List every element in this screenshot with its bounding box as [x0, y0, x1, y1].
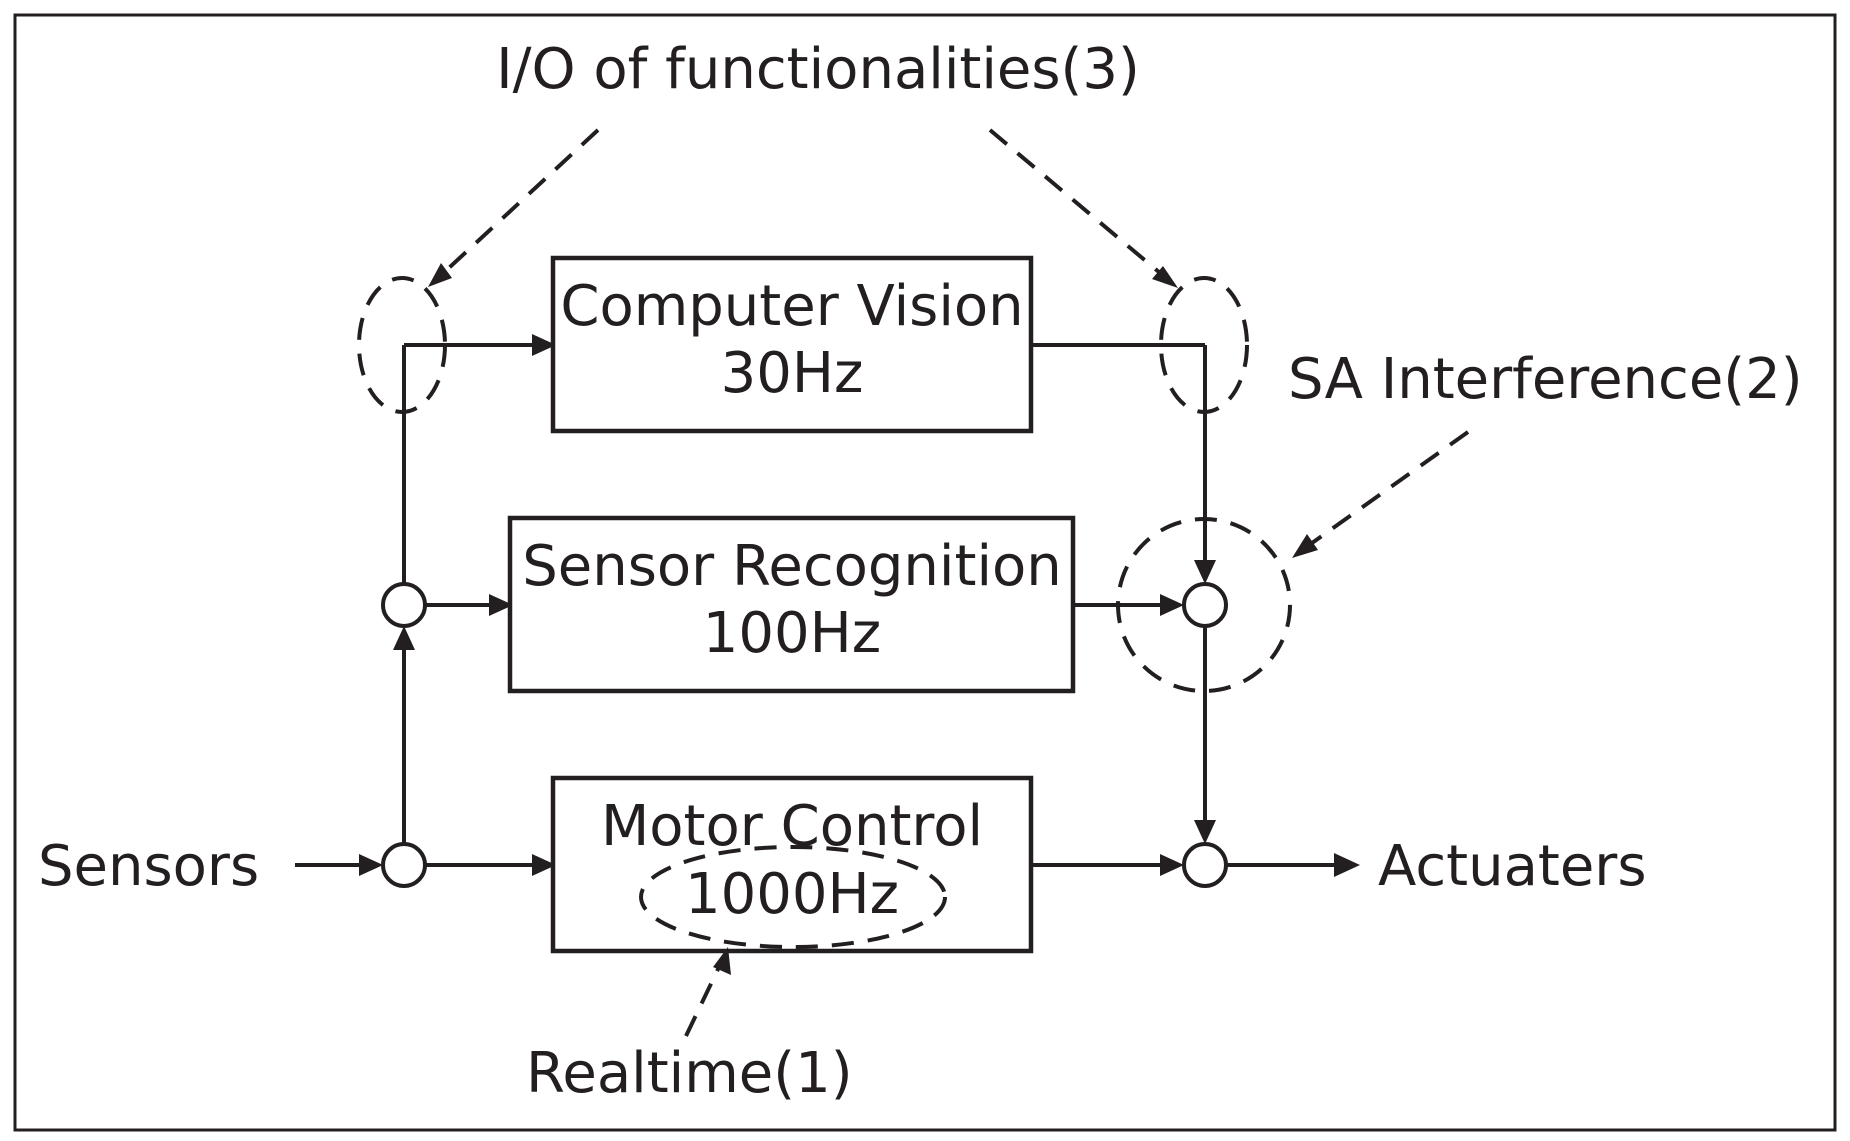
signal-lines [295, 343, 1335, 867]
realtime-ellipse [639, 845, 947, 949]
block-computer-vision: Computer Vision 30Hz [550, 255, 1034, 434]
junction-right-bottom [1182, 842, 1228, 888]
io-pointer-right [988, 128, 1168, 280]
annotation-realtime: Realtime(1) [526, 1041, 853, 1106]
realtime-pointer [684, 964, 722, 1037]
arrowhead-into-left-mid-junction [393, 626, 415, 650]
io-pointer-left-head [428, 263, 452, 287]
block-motor-control-box [550, 775, 1034, 954]
sa-pointer-head [1292, 534, 1318, 558]
junction-left-middle [381, 582, 427, 628]
io-input-ellipse [357, 276, 447, 414]
realtime-pointer-head [713, 947, 731, 975]
block-computer-vision-name: Computer Vision [560, 274, 1023, 339]
arrowhead-into-right-bottom-junction-from-top [1194, 820, 1216, 844]
arrowhead-to-actuaters [1334, 853, 1360, 877]
arrowhead-into-right-mid-junction-from-top [1194, 560, 1216, 584]
block-sensor-recognition: Sensor Recognition 100Hz [507, 515, 1076, 694]
input-label-sensors: Sensors [38, 834, 259, 899]
block-motor-control-name: Motor Control [601, 794, 983, 859]
annotation-sa-interference: SA Interference(2) [1288, 347, 1803, 412]
outer-frame [13, 13, 1837, 1132]
junction-right-middle [1182, 582, 1228, 628]
arrowhead-into-motor-control [532, 854, 556, 876]
block-sensor-recognition-rate: 100Hz [703, 601, 881, 666]
arrowhead-into-left-bottom-junction [359, 854, 383, 876]
io-pointer-right-head [1152, 266, 1178, 288]
block-computer-vision-rate: 30Hz [721, 341, 864, 406]
sa-interference-circle [1116, 517, 1292, 693]
junctions [381, 582, 1228, 888]
annotation-io-functionalities: I/O of functionalities(3) [496, 37, 1140, 102]
arrowhead-into-sensor-recognition [489, 594, 513, 616]
arrowhead-into-computer-vision [532, 334, 556, 356]
block-sensor-recognition-box [507, 515, 1076, 694]
block-motor-control-rate: 1000Hz [685, 862, 899, 927]
arrowhead-into-right-bottom-junction-from-left [1160, 854, 1184, 876]
block-sensor-recognition-name: Sensor Recognition [522, 534, 1062, 599]
io-pointer-left [436, 128, 600, 280]
block-computer-vision-box [550, 255, 1034, 434]
junction-left-bottom [381, 842, 427, 888]
io-output-ellipse [1159, 276, 1249, 414]
output-label-actuaters: Actuaters [1378, 834, 1647, 899]
sa-pointer [1303, 430, 1470, 550]
dashed-annotations [357, 128, 1470, 1037]
arrowheads [359, 334, 1360, 877]
block-motor-control: Motor Control 1000Hz [550, 775, 1034, 954]
arrowhead-into-right-mid-junction-from-left [1160, 594, 1184, 616]
